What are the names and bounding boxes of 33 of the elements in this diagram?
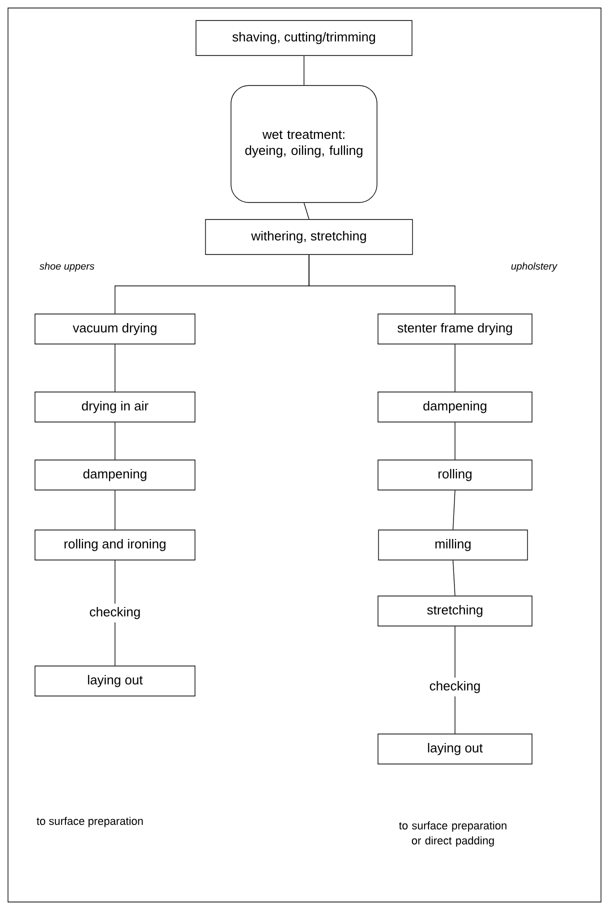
connector-line: [454, 422, 456, 460]
process-box: stretching: [378, 596, 532, 626]
connector-line: [452, 560, 456, 596]
output-note: to surface preparation: [36, 816, 143, 828]
connector-line: [114, 490, 116, 530]
process-box: laying out: [378, 734, 532, 764]
connector-line: [114, 622, 116, 666]
process-box: vacuum drying: [34, 314, 196, 344]
connector-line: [308, 254, 456, 314]
process-box: dampening: [34, 460, 196, 490]
branch-label: upholstery: [511, 262, 558, 272]
connector-line: [452, 490, 456, 530]
connector-line: [454, 344, 456, 392]
connector-line: [454, 626, 456, 678]
connector-line: [114, 560, 116, 604]
process-box: dampening: [378, 392, 532, 422]
process-box: shaving, cutting/trimming: [196, 20, 412, 56]
process-box: rolling and ironing: [34, 530, 196, 560]
process-box: withering, stretching: [205, 219, 413, 255]
process-box: drying in air: [34, 392, 196, 422]
process-box: rolling: [378, 460, 532, 490]
step-text: checking: [426, 678, 484, 696]
output-note: to surface preparation or direct padding: [399, 821, 506, 847]
process-rounded-box: wet treatment: dyeing, oiling, fulling: [230, 85, 378, 203]
connector-line: [114, 344, 116, 392]
step-text: checking: [86, 604, 144, 622]
process-box: milling: [378, 530, 528, 560]
branch-label: shoe uppers: [40, 262, 94, 272]
connector-line: [114, 422, 116, 460]
connector-line: [304, 202, 310, 220]
process-box: stenter frame drying: [378, 314, 532, 344]
process-box: laying out: [34, 666, 196, 696]
connector-line: [454, 696, 456, 734]
